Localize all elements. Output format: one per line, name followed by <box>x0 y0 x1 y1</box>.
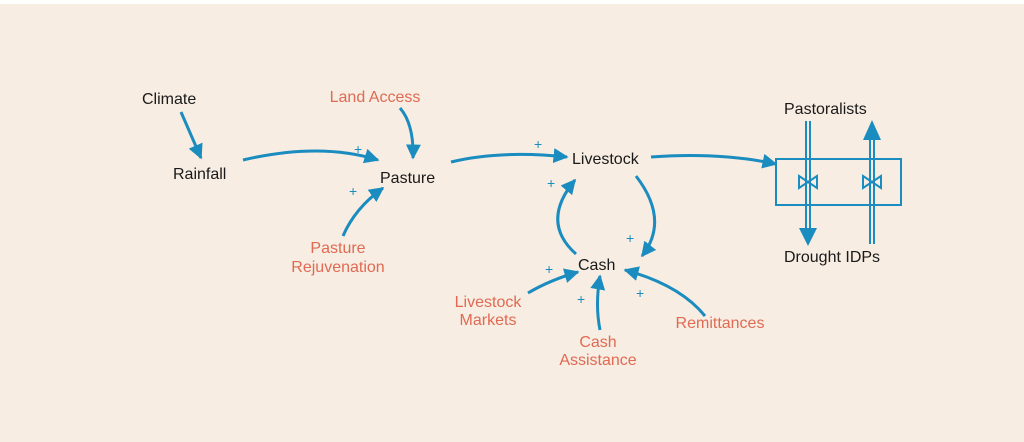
node-pasture-rejuvenation-line1: Pasture <box>310 240 365 257</box>
node-pasture: Pasture <box>380 170 435 187</box>
arrow-cash-livestock <box>556 178 577 256</box>
arrow-livestock-cash <box>634 175 657 258</box>
polarity-livestock-cash: + <box>626 230 634 246</box>
node-cash: Cash <box>578 257 615 274</box>
polarity-assistance-cash: + <box>577 291 585 307</box>
causal-loop-diagram: + + + + + + + + Climate Rainfall Pasture… <box>142 89 902 369</box>
polarity-rainfall-pasture: + <box>354 141 362 157</box>
valve-icon <box>862 174 882 190</box>
arrow-landaccess-pasture <box>398 107 421 160</box>
node-drought-idps: Drought IDPs <box>784 249 880 266</box>
arrow-markets-cash <box>527 268 580 295</box>
arrow-pasture-livestock <box>450 148 569 164</box>
arrow-assistance-cash <box>590 274 606 331</box>
pastoralist-flow-box <box>775 121 902 244</box>
node-cash-assistance-line2: Assistance <box>559 352 636 369</box>
arrow-climate-rainfall <box>179 111 203 160</box>
polarity-markets-cash: + <box>545 261 553 277</box>
node-cash-assistance-line1: Cash <box>579 334 616 351</box>
node-pasture-rejuvenation-line2: Rejuvenation <box>291 259 384 276</box>
polarity-remittances-cash: + <box>636 285 644 301</box>
node-land-access: Land Access <box>330 89 421 106</box>
node-climate: Climate <box>142 91 196 108</box>
arrow-down-drought-idps <box>799 228 817 246</box>
arrow-rejuvenation-pasture <box>341 186 385 237</box>
node-livestock: Livestock <box>572 151 640 168</box>
polarity-cash-livestock: + <box>547 175 555 191</box>
arrow-remittances-cash <box>623 266 707 317</box>
node-livestock-markets-line2: Markets <box>460 312 517 329</box>
node-pastoralists: Pastoralists <box>784 101 867 118</box>
diagram-canvas: + + + + + + + + Climate Rainfall Pasture… <box>0 4 1024 442</box>
arrow-up-pastoralists <box>863 120 881 140</box>
arrow-livestock-pastoralist-box <box>650 153 778 169</box>
arrow-rainfall-pasture <box>242 148 380 164</box>
valve-icon <box>798 174 818 190</box>
node-rainfall: Rainfall <box>173 166 226 183</box>
node-remittances: Remittances <box>676 315 765 332</box>
polarity-rejuvenation-pasture: + <box>349 183 357 199</box>
polarity-pasture-livestock: + <box>534 136 542 152</box>
node-livestock-markets-line1: Livestock <box>455 294 523 311</box>
